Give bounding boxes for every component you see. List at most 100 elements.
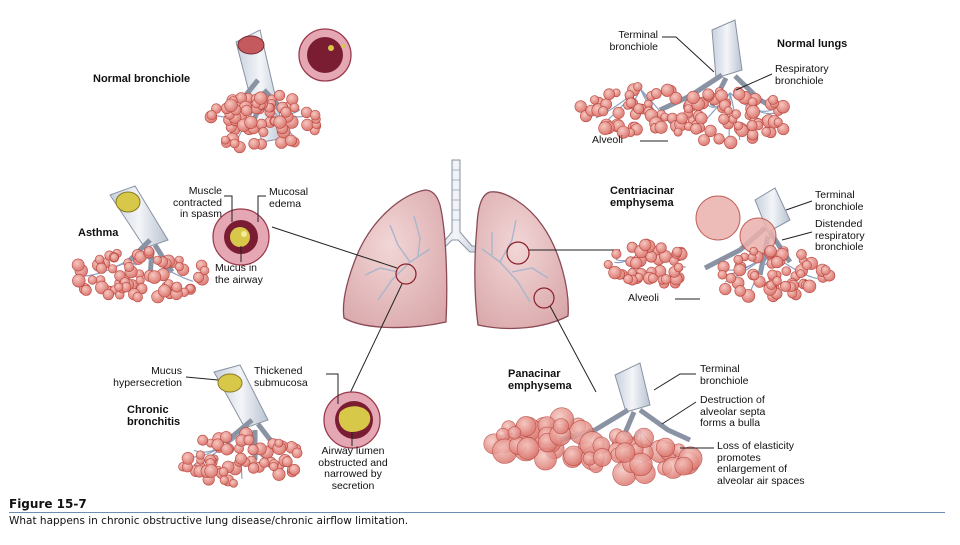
alveolus	[614, 442, 636, 463]
label-destruction-septa: Destruction of alveolar septa forms a bu…	[700, 394, 766, 429]
label-alveoli-mid: Alveoli	[628, 292, 659, 304]
alveolus	[107, 264, 118, 274]
alveolus	[552, 418, 569, 435]
alveolus	[608, 266, 622, 280]
central-lungs	[342, 159, 569, 330]
label-respiratory-bronchiole: Respiratory bronchiole	[775, 63, 829, 87]
alveolus	[598, 121, 612, 135]
alveolus	[733, 88, 746, 101]
alveolus	[274, 89, 286, 101]
centriacinar-illustration	[603, 187, 836, 303]
alveolus	[650, 88, 662, 99]
label-mucus-airway: Mucus in the airway	[215, 262, 263, 286]
panacinar-illustration	[483, 362, 703, 486]
alveolus	[719, 283, 732, 296]
label-normal-bronchiole: Normal bronchiole	[93, 73, 191, 85]
alveolus	[611, 249, 622, 260]
normal-bronchiole-alveoli	[204, 89, 321, 154]
alveolus	[603, 259, 613, 269]
alveolus	[235, 452, 247, 465]
alveolus	[152, 255, 162, 265]
alveolus	[289, 102, 300, 113]
alveolus	[515, 416, 537, 437]
alveolus	[272, 467, 286, 481]
normal-bronchiole-illustration	[204, 28, 352, 154]
label-loss-elasticity: Loss of elasticity promotes enlargement …	[717, 440, 805, 487]
panacinar-alveoli-left	[483, 407, 594, 471]
label-mucus-hypersecretion: Mucus hypersecretion	[113, 365, 182, 389]
normal-lungs-illustration	[574, 19, 790, 149]
alveolus	[734, 285, 746, 297]
alveolus	[592, 448, 612, 467]
alveolus	[733, 121, 743, 131]
alveolus	[240, 104, 253, 117]
alveolus	[102, 288, 114, 301]
alveolus	[135, 275, 145, 285]
alveolus	[220, 431, 233, 444]
alveolus	[132, 291, 143, 303]
alveolus	[780, 280, 792, 292]
alveolus	[158, 284, 172, 298]
alveolus	[288, 464, 301, 476]
alveolus	[773, 117, 783, 127]
centriacinar-alveoli-right	[717, 245, 836, 303]
label-centriacinar: Centriacinar emphysema	[610, 185, 675, 209]
alveolus	[777, 123, 790, 136]
alveolus	[724, 135, 738, 149]
label-distended-bronchiole: Distended respiratory bronchiole	[815, 218, 865, 253]
alveolus	[802, 279, 817, 293]
alveolus	[72, 274, 86, 288]
alveolus	[633, 82, 643, 92]
alveolus	[563, 445, 584, 466]
alveolus	[749, 246, 759, 256]
alveolus	[674, 456, 694, 476]
label-muscle-spasm: Muscle contracted in spasm	[172, 185, 222, 220]
alveolus	[654, 120, 668, 134]
alveolus	[171, 281, 183, 293]
alveolus	[94, 254, 105, 265]
alveolus	[746, 120, 758, 131]
alveolus	[259, 457, 270, 468]
alveolus	[686, 90, 700, 105]
alveolus	[695, 112, 708, 125]
alveolus	[698, 134, 710, 146]
alveolus	[772, 276, 782, 286]
alveolus	[269, 461, 279, 472]
alveolus	[206, 110, 217, 121]
alveolus	[820, 265, 831, 276]
caption-divider	[9, 512, 945, 513]
alveolus	[673, 262, 684, 273]
figure-number: Figure 15-7	[9, 497, 87, 511]
right-pointer-lines	[640, 36, 813, 449]
asthma-illustration	[71, 185, 270, 304]
alveolus	[768, 95, 778, 105]
alveolus	[71, 258, 85, 272]
alveolus	[229, 478, 238, 488]
alveolus	[660, 83, 674, 97]
alveolus	[731, 109, 741, 119]
alveolus	[717, 270, 727, 280]
alveolus	[673, 127, 683, 137]
chronic-bronchitis-illustration	[178, 364, 381, 488]
bronchitis-pointer-lines	[185, 373, 353, 446]
alveolus	[124, 261, 135, 272]
alveolus	[285, 134, 297, 147]
alveolus	[702, 88, 715, 101]
alveolus	[761, 126, 772, 137]
alveolus	[181, 451, 195, 465]
label-panacinar: Panacinar emphysema	[508, 368, 572, 392]
alveolus	[655, 437, 676, 458]
alveolus	[749, 271, 760, 281]
alveolus	[254, 91, 268, 105]
alveolus	[589, 95, 600, 105]
label-mucosal-edema: Mucosal edema	[269, 186, 309, 210]
alveolus	[310, 109, 321, 121]
alveolus	[280, 106, 292, 118]
alveolus	[80, 284, 92, 296]
distended-bronchiole-large	[695, 195, 741, 241]
asthma-alveoli	[71, 246, 210, 304]
normal-lungs-alveoli-right	[673, 86, 790, 149]
alveolus	[603, 88, 616, 100]
alveolus	[273, 115, 287, 129]
